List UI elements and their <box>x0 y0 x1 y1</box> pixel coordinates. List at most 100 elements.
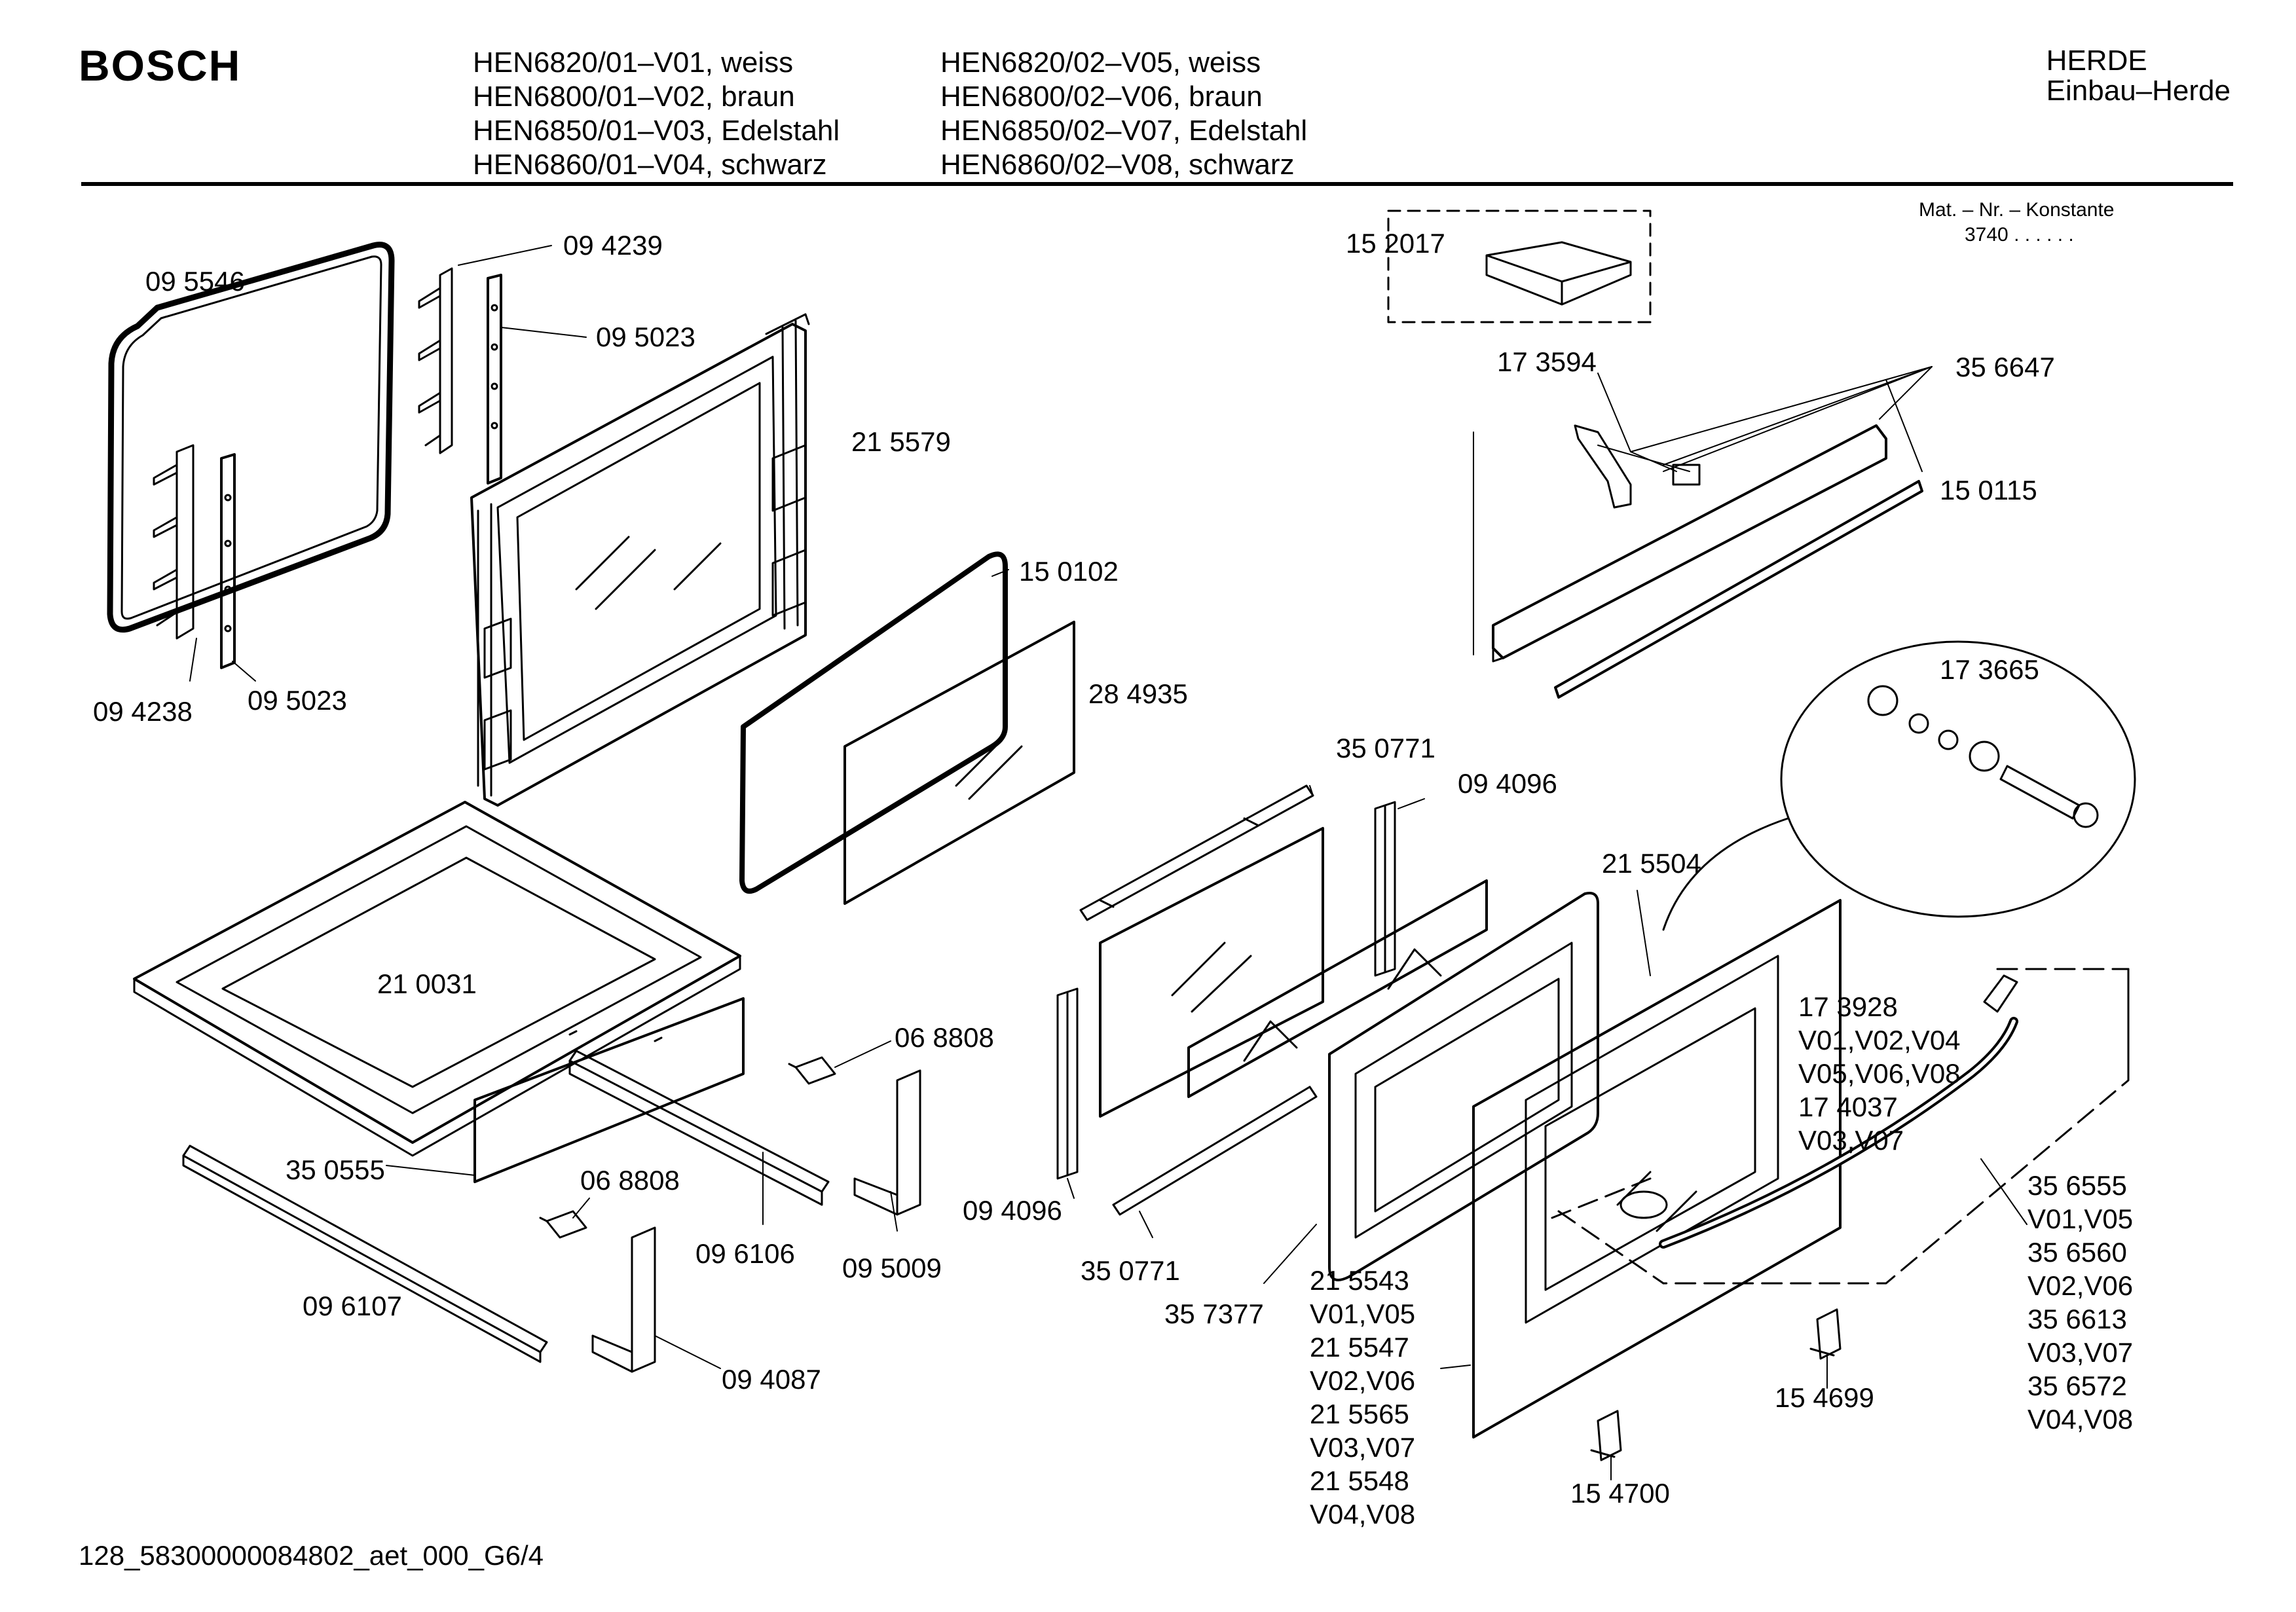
part-label: 35 6560 <box>2028 1237 2127 1268</box>
part-label: 09 4238 <box>93 696 193 727</box>
outer-door-frame-drawing <box>1329 893 1598 1280</box>
part-label: 35 0555 <box>286 1154 385 1185</box>
door-handle-drawing <box>1552 969 2128 1283</box>
part-label: 21 0031 <box>377 968 477 999</box>
model-list-col1: HEN6820/01–V01, weiss HEN6800/01–V02, br… <box>473 46 840 182</box>
part-label: 21 5565 <box>1310 1399 1409 1429</box>
header-rule <box>81 182 2233 186</box>
part-label: 35 7377 <box>1164 1298 1264 1329</box>
material-label: Mat. – Nr. – Konstante <box>1919 199 2115 221</box>
bracket-drawing <box>1575 426 1631 507</box>
part-variant: V04,V08 <box>2028 1404 2134 1435</box>
bottom-plate-drawing <box>134 802 740 1156</box>
heat-shield-drawing <box>1189 881 1487 1097</box>
part-label: 35 0771 <box>1336 733 1435 763</box>
accessory-box-drawing <box>1388 211 1650 322</box>
part-variant: V03,V07 <box>1798 1125 1904 1156</box>
rail-right-drawing <box>570 1051 828 1205</box>
part-label: 35 6572 <box>2028 1370 2127 1401</box>
brand-logo: BOSCH <box>79 41 242 90</box>
door-strip-top-drawing <box>1081 786 1313 920</box>
model-line: HEN6850/01–V03, Edelstahl <box>473 115 840 147</box>
middle-glass-drawing <box>1100 828 1323 1116</box>
part-label: 09 4096 <box>963 1195 1062 1226</box>
hinge-bracket-drawing <box>419 268 501 483</box>
part-label: 09 4239 <box>563 230 663 261</box>
part-variant: V04,V08 <box>1310 1499 1416 1530</box>
part-label: 09 5023 <box>248 685 347 716</box>
part-label: 35 6555 <box>2028 1170 2127 1201</box>
part-label: 09 4087 <box>722 1364 821 1395</box>
part-label: 06 8808 <box>580 1165 680 1196</box>
material-constant: Mat. – Nr. – Konstante 3740 . . . . . . <box>1919 198 2115 247</box>
clip-drawing <box>789 1057 835 1084</box>
part-variant: V01,V05 <box>2028 1203 2134 1234</box>
part-label: 09 5023 <box>596 321 695 352</box>
part-label: 21 5504 <box>1602 848 1701 879</box>
door-seal-drawing <box>110 245 392 630</box>
handle-variant-group: 35 6555 V01,V05 35 6560 V02,V06 35 6613 … <box>2028 1169 2133 1436</box>
document-id: 128_58300000084802_aet_000_G6/4 <box>79 1540 544 1571</box>
part-variant: V03,V07 <box>2028 1337 2134 1368</box>
angle-bracket-drawing <box>855 1071 920 1215</box>
part-label: 09 6107 <box>303 1291 402 1321</box>
model-line: HEN6860/01–V04, schwarz <box>473 149 827 181</box>
vertical-profile-lower-drawing <box>1058 989 1077 1179</box>
part-label: 17 4037 <box>1798 1091 1898 1122</box>
part-label: 09 5009 <box>842 1253 942 1283</box>
model-list-col2: HEN6820/02–V05, weiss HEN6800/02–V06, br… <box>940 46 1307 182</box>
door-front-glass-drawing <box>1473 900 1840 1437</box>
inner-door-frame-drawing <box>472 314 809 805</box>
clip-drawing-2 <box>540 1211 586 1237</box>
glass-seal-drawing <box>742 554 1005 891</box>
door-strip-bottom-drawing <box>1113 1087 1316 1215</box>
part-label: 21 5547 <box>1310 1332 1409 1363</box>
glass-pane-drawing <box>845 622 1074 904</box>
category-title: HERDE <box>2046 45 2147 77</box>
part-label: 35 6647 <box>1955 352 2055 382</box>
part-label: 17 3594 <box>1497 346 1597 377</box>
part-label: 15 0102 <box>1019 556 1119 587</box>
leader-lines <box>190 246 2027 1480</box>
part-variant: V03,V07 <box>1310 1432 1416 1463</box>
part-variant: V05,V06,V08 <box>1798 1058 1961 1089</box>
vertical-profile-drawing <box>1375 802 1395 976</box>
part-label: 06 8808 <box>895 1022 994 1053</box>
part-label: 35 0771 <box>1081 1255 1180 1286</box>
part-label: 15 4700 <box>1570 1478 1670 1509</box>
part-variant: V02,V06 <box>1310 1365 1416 1396</box>
part-label: 21 5579 <box>851 426 951 457</box>
part-variant: V02,V06 <box>2028 1270 2134 1301</box>
part-label: 17 3665 <box>1940 654 2039 685</box>
part-label: 28 4935 <box>1088 678 1188 709</box>
part-label: 21 5543 <box>1310 1265 1409 1296</box>
part-label: 09 6106 <box>695 1238 795 1269</box>
small-bracket-drawing <box>1811 1310 1840 1359</box>
category-block: HERDE Einbau–Herde <box>2046 46 2231 106</box>
handle-part-group: 17 3928 V01,V02,V04 V05,V06,V08 17 4037 … <box>1798 990 1961 1157</box>
part-label: 35 6613 <box>2028 1304 2127 1334</box>
control-strip-drawing <box>1493 426 1886 661</box>
detail-circle-drawing <box>1663 642 2135 930</box>
part-variant: V01,V02,V04 <box>1798 1025 1961 1055</box>
angle-bracket-lower-drawing <box>593 1228 655 1372</box>
model-line: HEN6820/01–V01, weiss <box>473 46 794 79</box>
model-line: HEN6800/01–V02, braun <box>473 81 795 113</box>
part-label: 09 4096 <box>1458 768 1557 799</box>
model-line: HEN6800/02–V06, braun <box>940 81 1263 113</box>
part-label: 09 5546 <box>145 266 245 297</box>
category-subtitle: Einbau–Herde <box>2046 75 2231 107</box>
part-label: 15 0115 <box>1940 475 2037 505</box>
hinge-bracket-lower-drawing <box>154 445 234 668</box>
small-bracket-lower-drawing <box>1591 1411 1621 1460</box>
part-variant: V01,V05 <box>1310 1298 1416 1329</box>
part-label: 15 4699 <box>1775 1382 1874 1413</box>
part-label: 15 2017 <box>1346 228 1445 259</box>
door-glass-part-group: 21 5543 V01,V05 21 5547 V02,V06 21 5565 … <box>1310 1264 1415 1531</box>
model-line: HEN6860/02–V08, schwarz <box>940 149 1295 181</box>
part-label: 17 3928 <box>1798 991 1898 1022</box>
material-value: 3740 . . . . . . <box>1965 224 2074 246</box>
model-line: HEN6820/02–V05, weiss <box>940 46 1261 79</box>
part-label: 21 5548 <box>1310 1465 1409 1496</box>
